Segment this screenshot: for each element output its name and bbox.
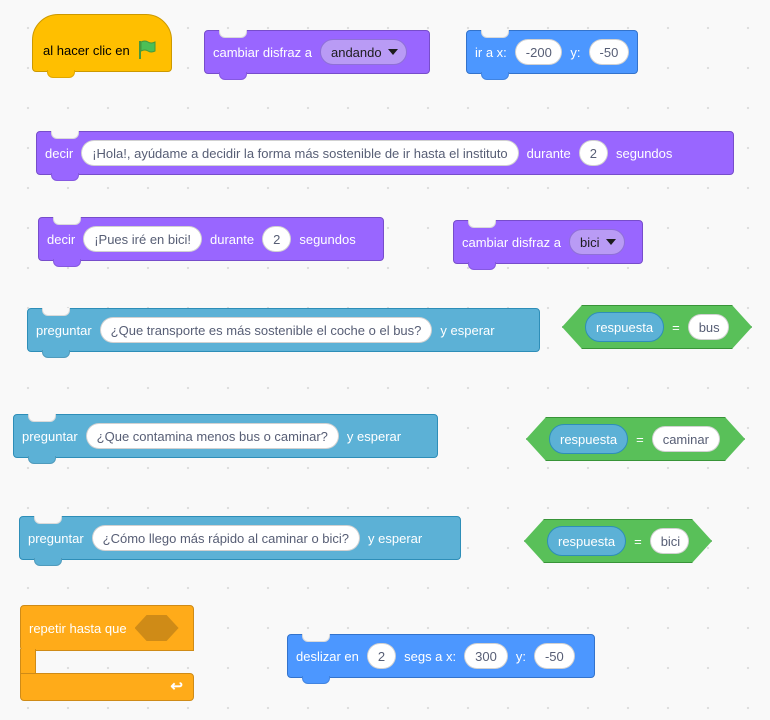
equals-value-input[interactable]: caminar xyxy=(652,426,720,452)
switch-costume-block[interactable]: cambiar disfraz a andando xyxy=(204,30,430,80)
ask-wait-label: y esperar xyxy=(440,322,495,338)
costume-dropdown-value: bici xyxy=(579,234,600,250)
go-to-y-label: y: xyxy=(570,44,581,60)
repeat-until-header[interactable]: repetir hasta que xyxy=(20,605,194,651)
condition-slot[interactable] xyxy=(135,615,179,641)
glide-x-input[interactable]: 300 xyxy=(464,643,508,669)
ask-label: preguntar xyxy=(28,530,84,546)
when-flag-clicked-block[interactable]: al hacer clic en xyxy=(32,14,172,78)
ask-wait-label: y esperar xyxy=(368,530,423,546)
repeat-until-block[interactable]: repetir hasta que ↩ xyxy=(20,605,194,701)
chevron-down-icon xyxy=(387,49,398,55)
equals-operator-block[interactable]: respuesta = caminar xyxy=(526,417,745,461)
equals-operator-block[interactable]: respuesta = bici xyxy=(524,519,712,563)
glide-y-input[interactable]: -50 xyxy=(533,643,575,669)
loop-arrow-icon: ↩ xyxy=(170,678,183,695)
repeat-until-footer[interactable]: ↩ xyxy=(20,673,194,701)
glide-x-label: segs a x: xyxy=(404,648,457,664)
x-input[interactable]: -200 xyxy=(514,39,563,65)
switch-costume-label: cambiar disfraz a xyxy=(213,44,312,60)
say-seconds-label: segundos xyxy=(299,231,356,247)
ask-and-wait-block[interactable]: preguntar ¿Que contamina menos bus o cam… xyxy=(13,414,438,464)
switch-costume-label: cambiar disfraz a xyxy=(462,234,561,250)
glide-y-label: y: xyxy=(515,648,526,664)
equals-sign: = xyxy=(634,533,642,549)
repeat-until-label: repetir hasta que xyxy=(29,620,127,636)
costume-dropdown[interactable]: andando xyxy=(319,39,407,65)
when-flag-label: al hacer clic en xyxy=(43,42,130,58)
ask-question-input[interactable]: ¿Cómo llego más rápido al caminar o bici… xyxy=(91,525,361,551)
chevron-down-icon xyxy=(605,239,616,245)
glide-label: deslizar en xyxy=(296,648,359,664)
equals-value-input[interactable]: bici xyxy=(650,528,689,554)
ask-and-wait-block[interactable]: preguntar ¿Cómo llego más rápido al cami… xyxy=(19,516,461,566)
switch-costume-block[interactable]: cambiar disfraz a bici xyxy=(453,220,643,270)
costume-dropdown[interactable]: bici xyxy=(568,229,625,255)
answer-reporter[interactable]: respuesta xyxy=(547,526,626,556)
ask-label: preguntar xyxy=(36,322,92,338)
ask-question-input[interactable]: ¿Que contamina menos bus o caminar? xyxy=(85,423,339,449)
glide-to-xy-block[interactable]: deslizar en 2 segs a x: 300 y: -50 xyxy=(287,634,595,684)
equals-sign: = xyxy=(672,319,680,335)
say-for-secs-block[interactable]: decir ¡Hola!, ayúdame a decidir la forma… xyxy=(36,131,734,181)
say-during-label: durante xyxy=(210,231,255,247)
costume-dropdown-value: andando xyxy=(330,44,382,60)
equals-value-input[interactable]: bus xyxy=(688,314,729,340)
say-label: decir xyxy=(45,145,74,161)
say-message-input[interactable]: ¡Hola!, ayúdame a decidir la forma más s… xyxy=(81,140,519,166)
say-during-label: durante xyxy=(526,145,571,161)
equals-operator-block[interactable]: respuesta = bus xyxy=(562,305,752,349)
say-seconds-label: segundos xyxy=(616,145,673,161)
say-secs-input[interactable]: 2 xyxy=(578,140,608,166)
say-for-secs-block[interactable]: decir ¡Pues iré en bici! durante 2 segun… xyxy=(38,217,384,267)
say-label: decir xyxy=(47,231,76,247)
equals-sign: = xyxy=(636,431,644,447)
go-to-xy-block[interactable]: ir a x: -200 y: -50 xyxy=(466,30,638,80)
repeat-until-arm xyxy=(20,649,36,675)
ask-and-wait-block[interactable]: preguntar ¿Que transporte es más sosteni… xyxy=(27,308,540,358)
say-message-input[interactable]: ¡Pues iré en bici! xyxy=(83,226,203,252)
y-input[interactable]: -50 xyxy=(588,39,629,65)
ask-label: preguntar xyxy=(22,428,78,444)
ask-wait-label: y esperar xyxy=(346,428,402,444)
ask-question-input[interactable]: ¿Que transporte es más sostenible el coc… xyxy=(99,317,433,343)
answer-reporter[interactable]: respuesta xyxy=(549,424,628,454)
glide-secs-input[interactable]: 2 xyxy=(366,643,397,669)
go-to-x-label: ir a x: xyxy=(475,44,507,60)
green-flag-icon xyxy=(138,40,156,59)
answer-reporter[interactable]: respuesta xyxy=(585,312,664,342)
say-secs-input[interactable]: 2 xyxy=(262,226,292,252)
